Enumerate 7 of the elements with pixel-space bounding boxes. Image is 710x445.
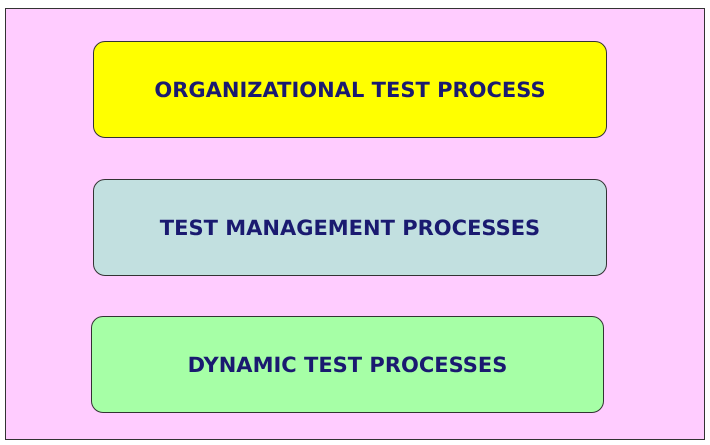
process-title: TEST MANAGEMENT PROCESSES: [160, 216, 540, 240]
background-panel: [5, 8, 705, 440]
process-title: DYNAMIC TEST PROCESSES: [188, 352, 508, 376]
process-box: [93, 41, 607, 138]
process-box: [91, 316, 604, 413]
process-title: ORGANIZATIONAL TEST PROCESS: [154, 78, 546, 102]
process-box: [93, 179, 607, 276]
